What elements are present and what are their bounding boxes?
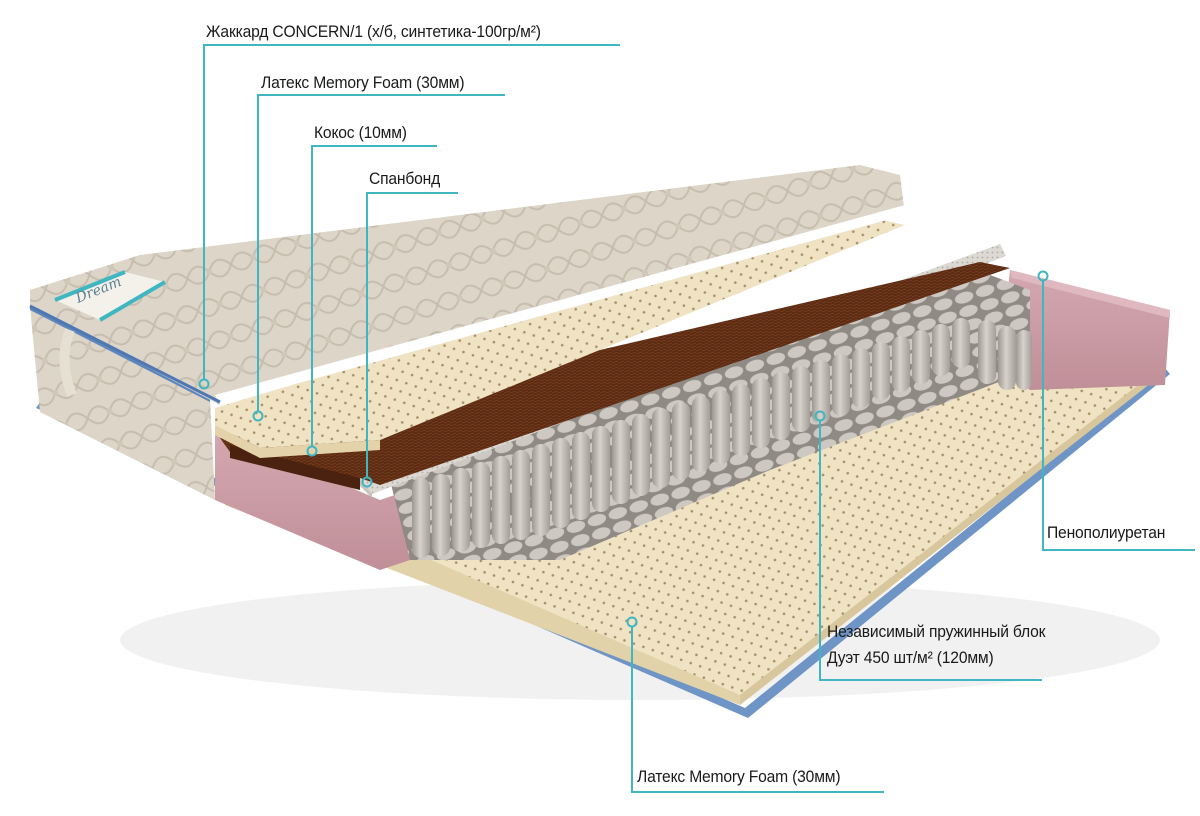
callout-spunbond: Спанбонд xyxy=(369,169,441,188)
brand-label xyxy=(55,272,165,320)
spring-columns xyxy=(412,318,1032,558)
callout-coconut: Кокос (10мм) xyxy=(314,123,407,142)
coconut-layer xyxy=(220,262,1010,485)
callout-latex-bottom: Латекс Memory Foam (30мм) xyxy=(637,767,841,786)
callout-spring-block-line1: Независимый пружинный блок xyxy=(827,622,1046,641)
callout-jacquard: Жаккард CONCERN/1 (х/б, синтетика-100гр/… xyxy=(206,22,541,41)
jacquard-side xyxy=(30,306,215,500)
callout-latex-top: Латекс Memory Foam (30мм) xyxy=(261,73,465,92)
latex-top-layer xyxy=(215,215,905,448)
jacquard-cover xyxy=(30,165,905,405)
callout-lines xyxy=(198,44,1195,793)
callout-spring-block: Независимый пружинный блок Дуэт 450 шт/м… xyxy=(827,619,1045,671)
latex-bottom-layer xyxy=(225,336,1165,698)
callout-spring-block-line2: Дуэт 450 шт/м² (120мм) xyxy=(827,648,994,667)
callout-pu-foam: Пенополиуретан xyxy=(1047,523,1166,542)
